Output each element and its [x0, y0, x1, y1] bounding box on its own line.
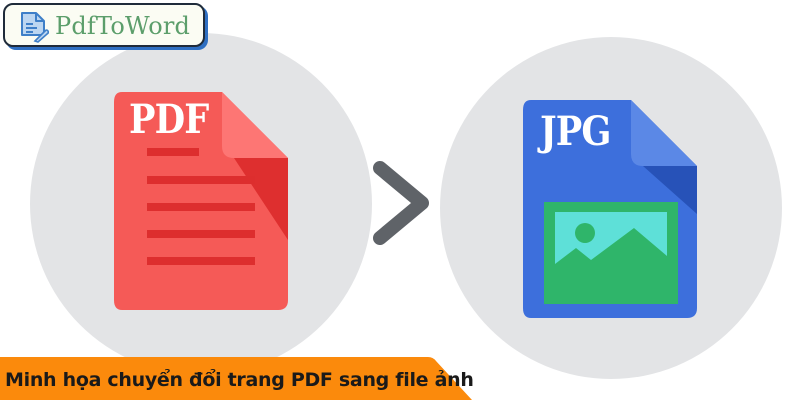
logo-text: PdfToWord [55, 12, 191, 40]
jpg-image-file-icon: JPG [521, 98, 699, 320]
chevron-right-icon [370, 158, 434, 248]
pdf-label: PDF [129, 96, 209, 143]
document-pen-icon [19, 11, 50, 43]
jpg-label: JPG [540, 108, 611, 155]
pdf-file-icon: PDF [112, 90, 290, 312]
caption-banner [0, 357, 472, 400]
caption-text: Minh họa chuyển đổi trang PDF sang file … [5, 369, 474, 391]
pdftoword-logo[interactable]: PdfToWord [3, 3, 205, 47]
